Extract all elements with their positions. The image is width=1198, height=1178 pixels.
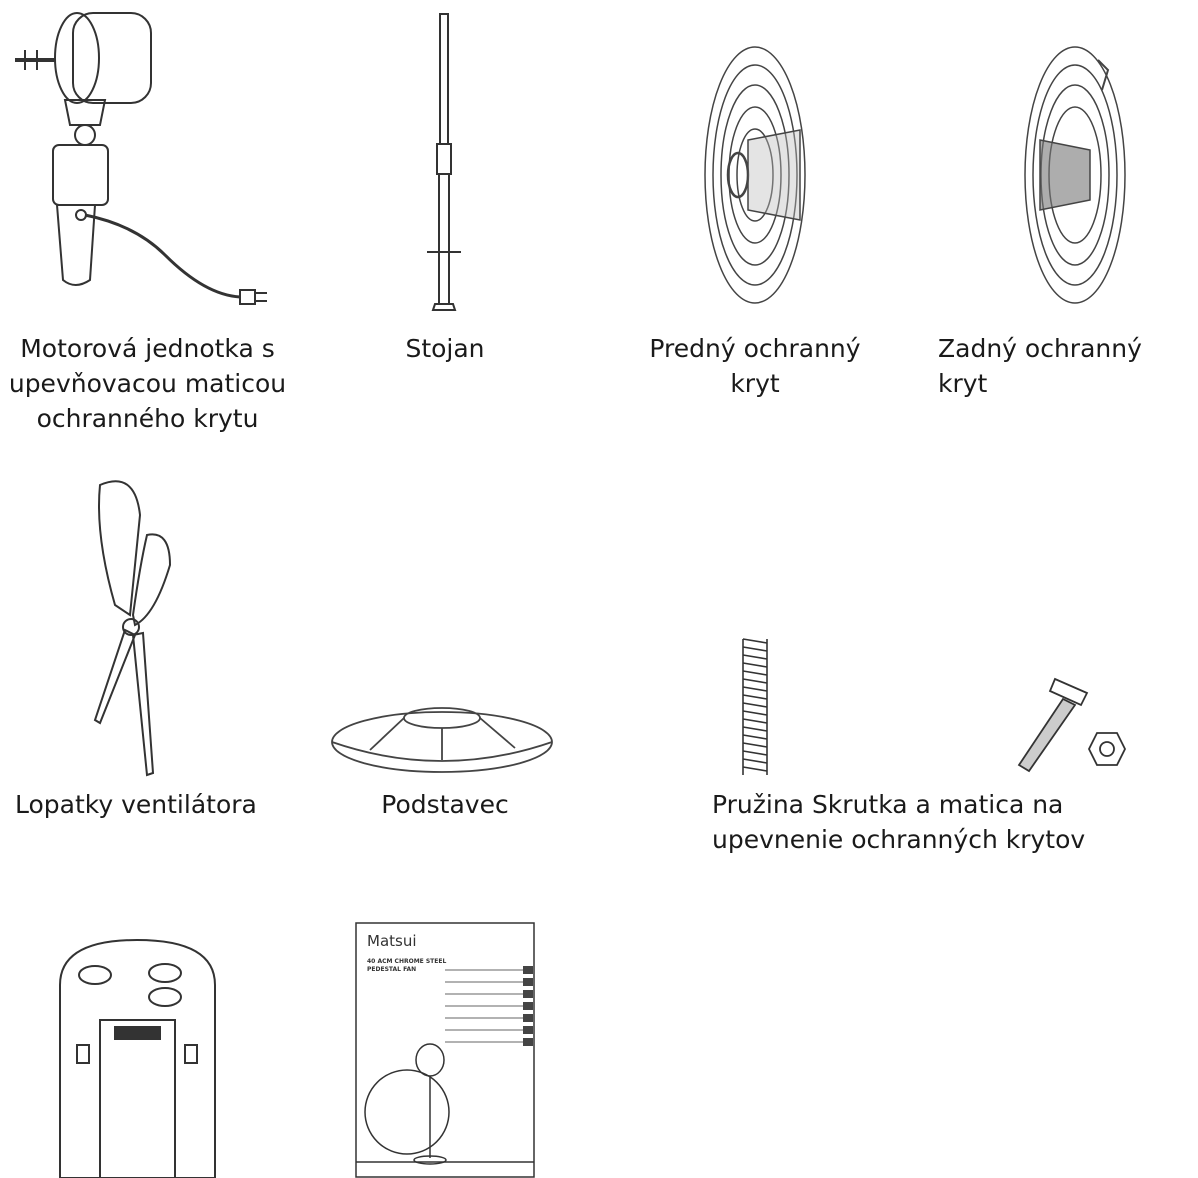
remote-control-icon <box>55 935 220 1178</box>
motor-unit-icon <box>5 5 280 315</box>
spring-icon <box>735 635 775 780</box>
base-label: Podstavec <box>381 790 509 819</box>
manual-brand: Matsui <box>367 932 417 950</box>
manual-booklet-icon: Matsui 40 ACM CHROME STEEL PEDESTAL FAN <box>355 922 535 1178</box>
rear-guard-label: Zadný ochranný kryt <box>938 334 1142 398</box>
rear-guard-icon <box>1020 40 1130 310</box>
front-guard-label: Predný ochranný kryt <box>649 334 861 398</box>
pole-label: Stojan <box>405 334 485 363</box>
pole-icon <box>415 12 475 312</box>
motor-unit-label: Motorová jednotka s upevňovacou maticou … <box>8 334 287 433</box>
manual-title: 40 ACM CHROME STEEL PEDESTAL FAN <box>367 958 447 973</box>
screw-and-nut-icon <box>1005 675 1130 780</box>
fan-blades-icon <box>85 475 195 780</box>
front-guard-icon <box>700 40 810 310</box>
spring-screw-label: Pružina Skrutka a matica na upevnenie oc… <box>712 790 1086 854</box>
base-icon <box>330 700 555 780</box>
fan-blades-label: Lopatky ventilátora <box>15 790 257 819</box>
